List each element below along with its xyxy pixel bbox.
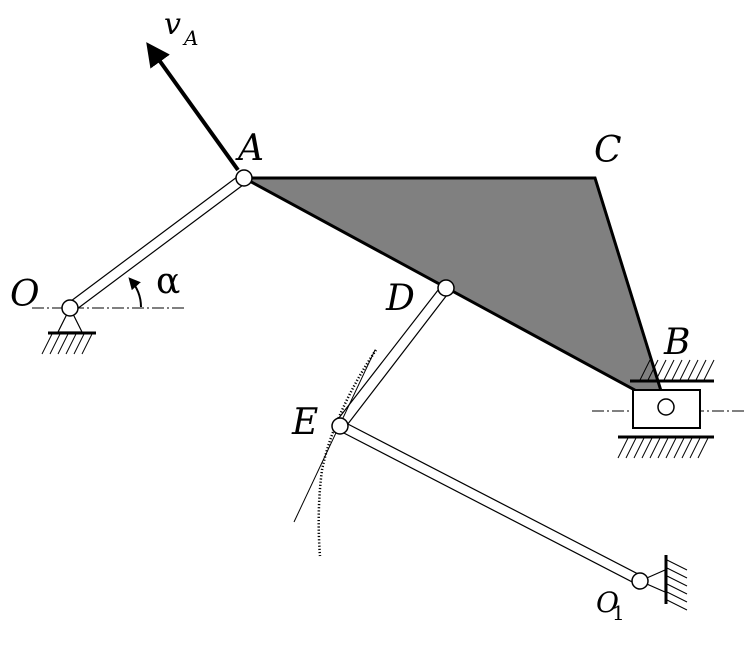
link-OA <box>66 173 248 313</box>
joint-O <box>61 299 79 317</box>
label-A: A <box>235 128 264 169</box>
ground-support-O <box>32 306 185 355</box>
label-alpha: α <box>156 261 180 302</box>
link-DE <box>334 284 451 430</box>
label-O1-subscript: 1 <box>612 601 625 625</box>
label-E: E <box>291 402 318 443</box>
slider-guide-B <box>592 359 744 459</box>
label-B: B <box>663 322 690 363</box>
velocity-vector-vA <box>146 42 240 172</box>
label-C: C <box>594 130 622 171</box>
trajectory-E-dotted <box>317 349 378 557</box>
angle-alpha-arc <box>128 277 142 308</box>
plate-ACB <box>243 176 669 411</box>
joint-A <box>235 169 253 187</box>
label-D: D <box>385 278 415 319</box>
label-v: v <box>164 7 181 42</box>
joint-D <box>437 279 455 297</box>
joint-E <box>331 417 349 435</box>
label-O: O <box>10 274 40 315</box>
joint-O1 <box>631 572 649 590</box>
ground-support-O1 <box>638 555 688 611</box>
label-v-subscript: A <box>182 26 198 50</box>
label-O1: O <box>596 586 619 619</box>
tangent-line-E <box>293 349 376 523</box>
link-EO1 <box>337 420 643 586</box>
joint-B <box>657 398 675 416</box>
